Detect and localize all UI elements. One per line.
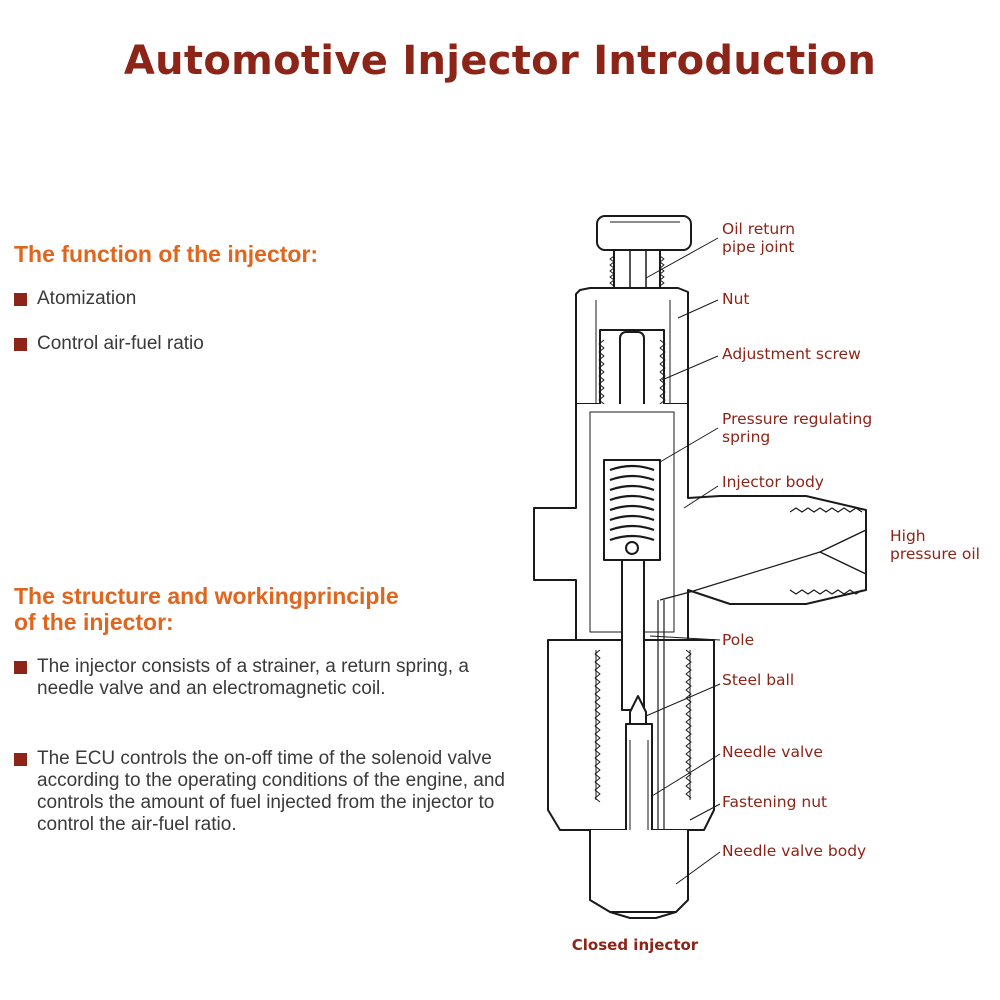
bullet-square [14, 338, 27, 351]
leader-lines [645, 237, 721, 885]
label-adjustment-screw: Adjustment screw [722, 345, 861, 363]
label-fastening-nut: Fastening nut [722, 793, 828, 811]
label-needle-valve: Needle valve [722, 743, 823, 761]
label-pole: Pole [722, 631, 755, 649]
needle-valve-body [589, 830, 689, 919]
function-item-atomization: Atomization [14, 288, 514, 310]
bullet-square [14, 293, 27, 306]
structure-heading: The structure and workingprinciple of th… [14, 583, 399, 635]
steel-ball [629, 695, 647, 725]
oil-return-stem [609, 249, 665, 320]
high-pressure-inlet [659, 507, 867, 601]
label-steel-ball: Steel ball [722, 671, 795, 689]
oil-return-cap [596, 215, 692, 251]
pressure-regulating-spring [603, 459, 661, 561]
function-heading: The function of the injector: [14, 241, 319, 267]
structure-item-components: The injector consists of a strainer, a r… [14, 656, 504, 700]
label-nut: Nut [722, 290, 750, 308]
label-oil-return: Oil return pipe joint [722, 220, 796, 256]
label-high-pressure-oil: High pressure oil [890, 527, 980, 563]
bullet-square [14, 753, 27, 766]
page-title: Automotive Injector Introduction [123, 38, 877, 84]
structure-item-ecu: The ECU controls the on-off time of the … [14, 748, 524, 836]
label-needle-valve-body: Needle valve body [722, 842, 867, 860]
function-item-air-fuel: Control air-fuel ratio [14, 333, 514, 355]
diagram-caption: Closed injector [571, 936, 699, 954]
bullet-square [14, 661, 27, 674]
label-pressure-regulating-spring: Pressure regulating spring [722, 410, 873, 446]
label-injector-body: Injector body [722, 473, 824, 491]
